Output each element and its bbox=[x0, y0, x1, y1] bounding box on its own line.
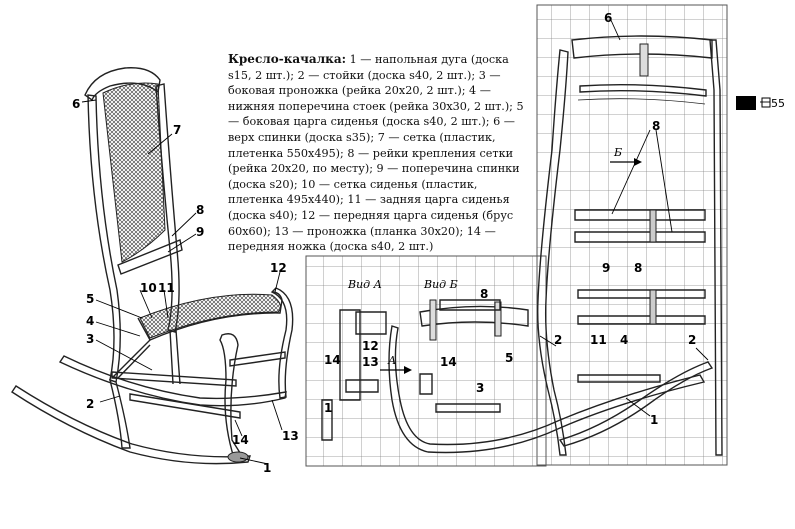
callout-2-side-left: 2 bbox=[554, 333, 562, 347]
callout-12-left: 12 bbox=[270, 261, 287, 275]
callout-8-left: 8 bbox=[196, 203, 204, 217]
callout-14-left: 14 bbox=[232, 433, 249, 447]
callout-8-side: 8 bbox=[634, 261, 642, 275]
callout-8-side-top: 8 bbox=[652, 119, 660, 133]
grid-sheet-right bbox=[536, 4, 728, 466]
callout-14-detail-a: 14 bbox=[324, 353, 341, 367]
callout-10-left: 10 bbox=[140, 281, 157, 295]
callout-9-side: 9 bbox=[602, 261, 610, 275]
callout-1-side: 1 bbox=[650, 413, 658, 427]
legend-title: Кресло-качалка: bbox=[228, 52, 347, 66]
callout-1-detail-a: 1 bbox=[324, 401, 332, 415]
seat-detail bbox=[321, 158, 706, 454]
chair-side-view bbox=[537, 35, 771, 456]
callout-9-left: 9 bbox=[196, 225, 204, 239]
callout-4-left: 4 bbox=[86, 314, 94, 328]
parts-legend: Кресло-качалка: 1 — напольная дуга (доск… bbox=[228, 52, 528, 255]
arrow-a-label: А bbox=[387, 354, 396, 367]
grid-sheet-left bbox=[305, 255, 547, 467]
callout-5-left: 5 bbox=[86, 292, 94, 306]
callout-6-left: 6 bbox=[72, 97, 80, 111]
callout-2-side-right: 2 bbox=[688, 333, 696, 347]
view-a-label: Вид А bbox=[347, 278, 382, 291]
leader-lines bbox=[81, 17, 770, 465]
callout-5-detail: 5 bbox=[505, 351, 513, 365]
callout-6-side: 6 bbox=[604, 11, 612, 25]
dimension-label: 55 bbox=[771, 97, 785, 110]
arrow-b-label: Б bbox=[613, 146, 622, 159]
chair-perspective bbox=[11, 67, 294, 465]
callout-4-side: 4 bbox=[620, 333, 628, 347]
callout-8-detail: 8 bbox=[480, 287, 488, 301]
callout-12-detail: 12 bbox=[362, 339, 379, 353]
callout-13-left: 13 bbox=[282, 429, 299, 443]
legend-text: 1 — напольная дуга (доска s15, 2 шт.); 2… bbox=[228, 53, 524, 254]
view-b-label: Вид Б bbox=[423, 278, 458, 291]
callout-11-left: 11 bbox=[158, 281, 175, 295]
callout-1-left: 1 bbox=[263, 461, 271, 475]
callout-2-left: 2 bbox=[86, 397, 94, 411]
callout-7-left: 7 bbox=[173, 123, 181, 137]
callout-3-detail: 3 bbox=[476, 381, 484, 395]
callout-11-side: 11 bbox=[590, 333, 607, 347]
dimension-marker bbox=[736, 96, 756, 110]
callout-13-detail: 13 bbox=[362, 355, 379, 369]
callout-14-detail-b: 14 bbox=[440, 355, 457, 369]
callout-3-left: 3 bbox=[86, 332, 94, 346]
